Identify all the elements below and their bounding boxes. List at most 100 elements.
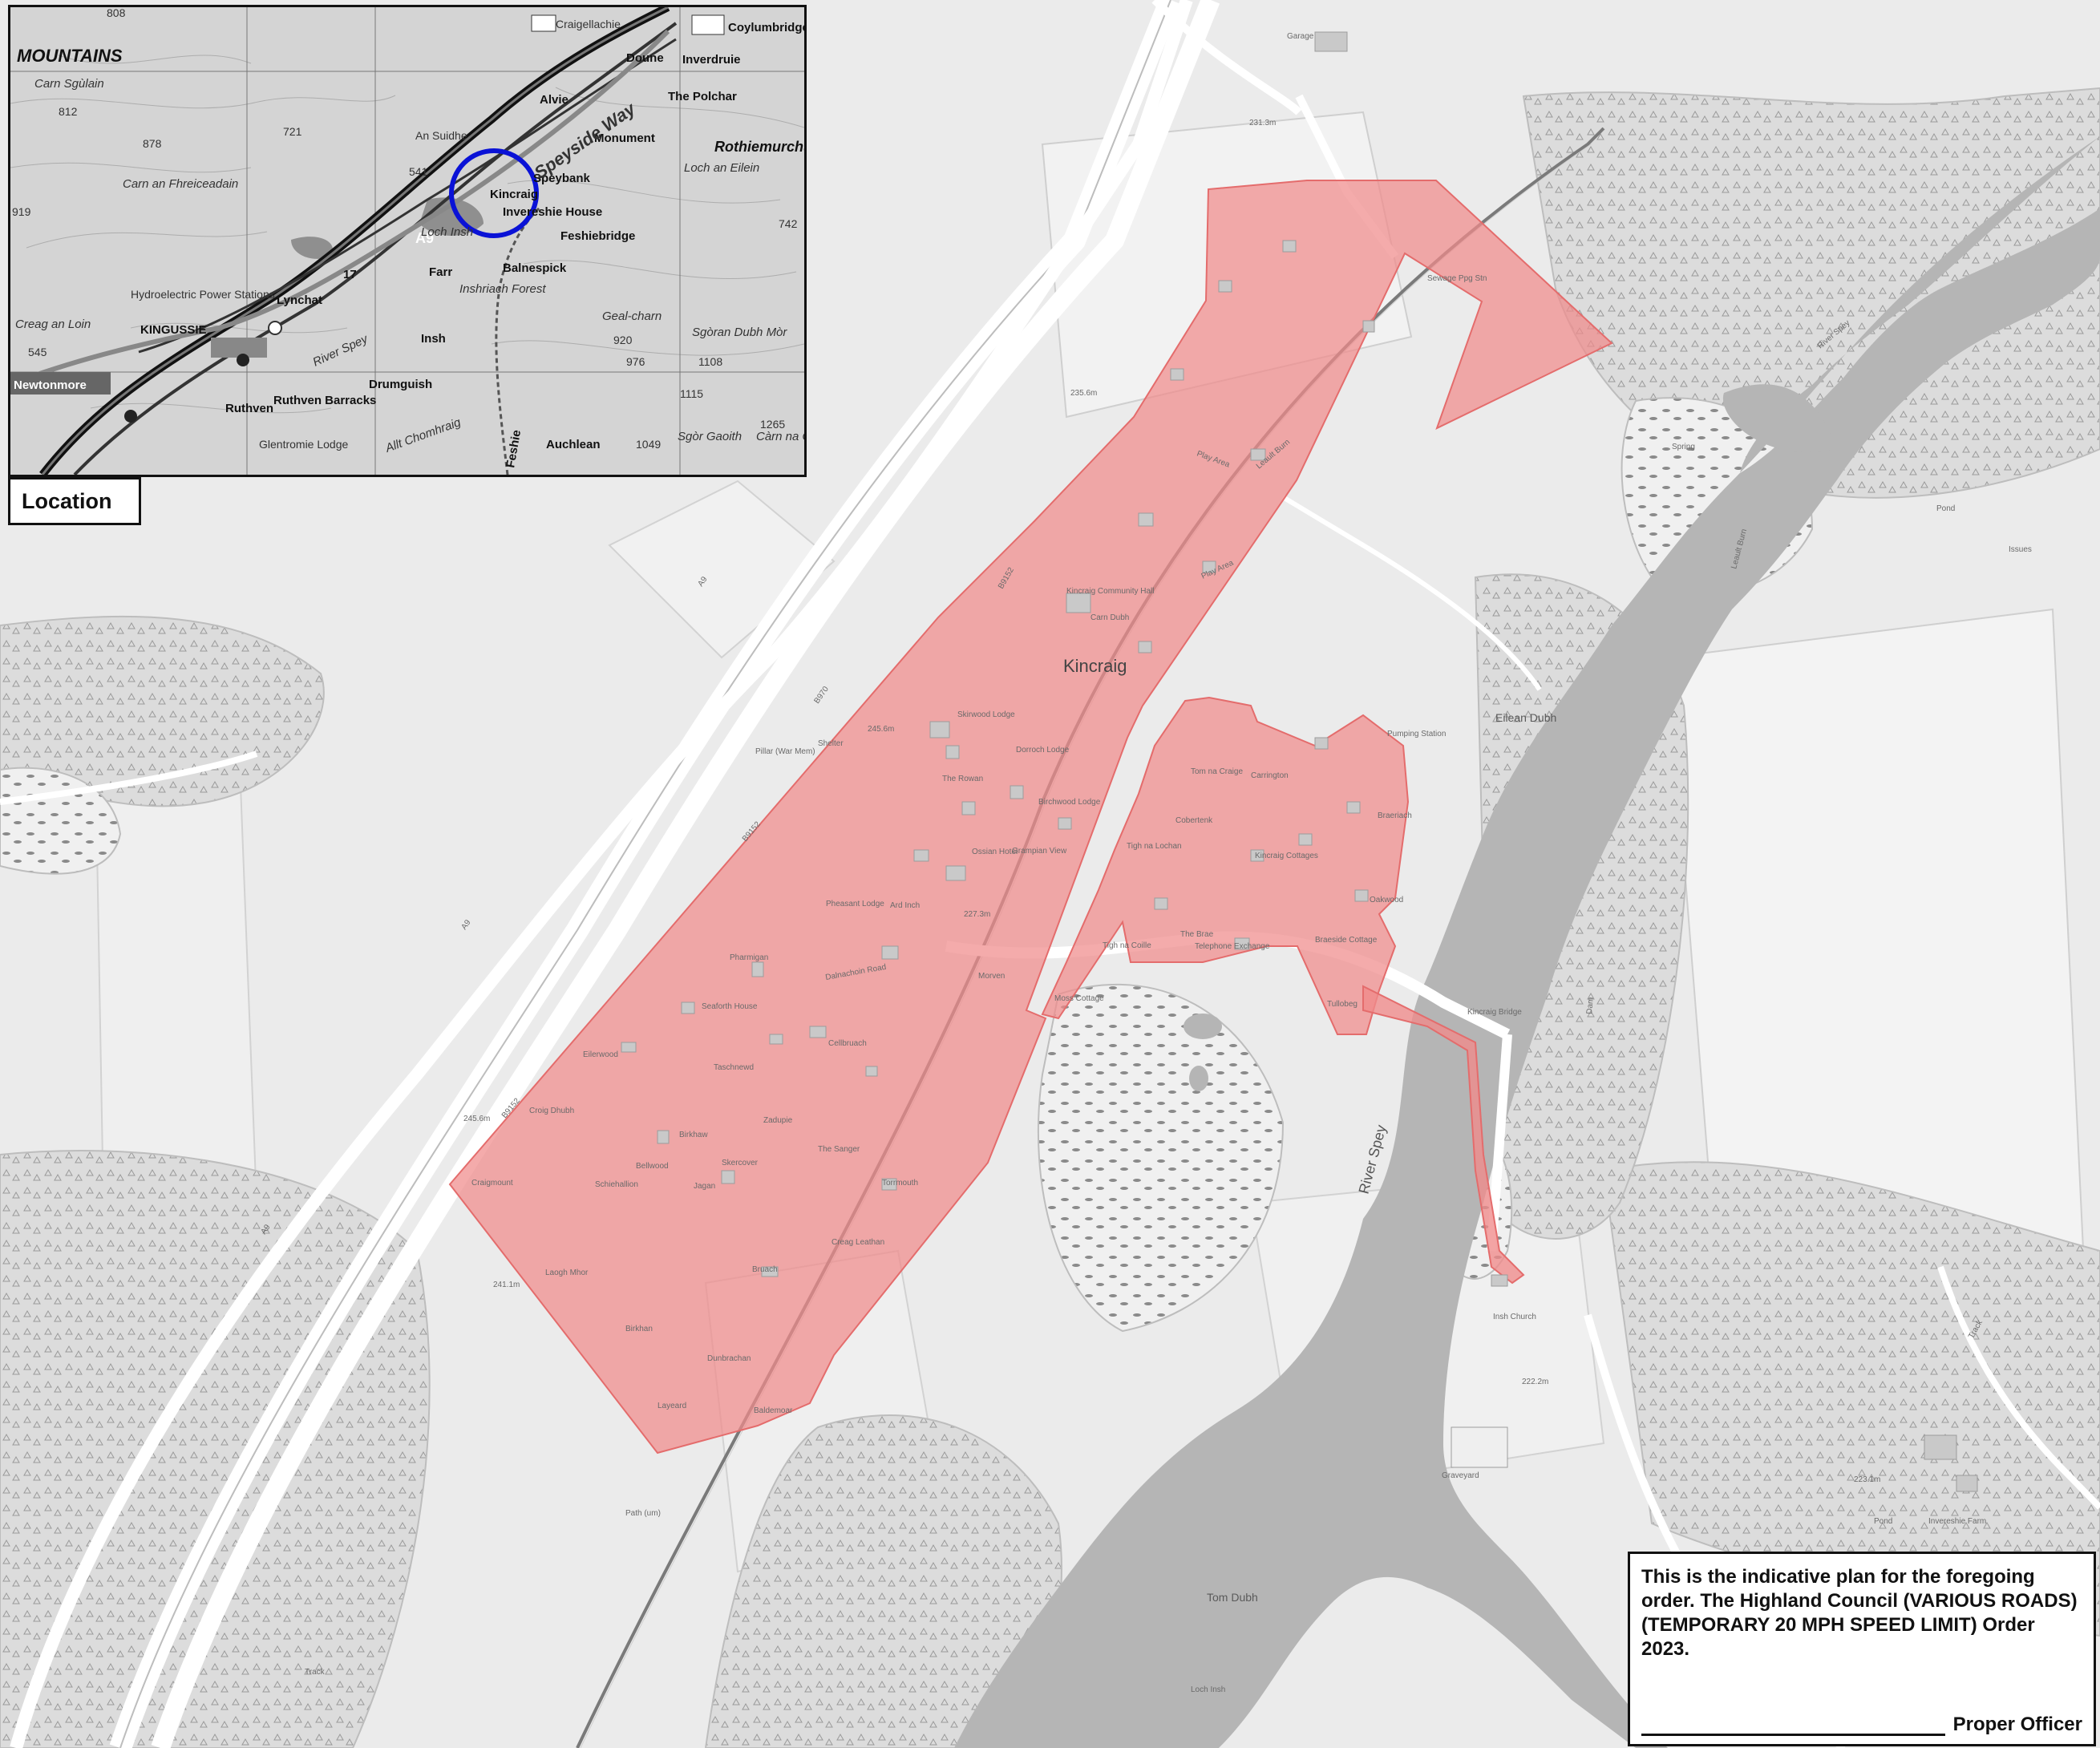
- house-label: Zadupie: [763, 1116, 793, 1125]
- inset-feshie: [495, 206, 541, 475]
- house-label: Moss Cottage: [1054, 994, 1104, 1003]
- house-label: Creag Leathan: [832, 1238, 884, 1247]
- inset-label-mountains: MOUNTAINS: [17, 46, 123, 66]
- inset-spot-721: 721: [283, 125, 302, 138]
- house-label: Croig Dhubh: [529, 1107, 574, 1115]
- house-label: Skirwood Lodge: [957, 710, 1015, 719]
- inset-label-ruthven-barracks: Ruthven Barracks: [273, 394, 376, 407]
- inset-label-rothiemurchus: Rothiemurchu: [714, 139, 804, 155]
- height-label: 227.3m: [964, 910, 990, 919]
- house-label: Jagan: [694, 1182, 715, 1191]
- inset-label-sgor-gaoith: Sgòr Gaoith: [678, 430, 742, 443]
- inset-label-drumguish: Drumguish: [369, 378, 432, 391]
- height-label: 241.1m: [493, 1281, 520, 1289]
- inset-kingussie-town: [211, 338, 267, 358]
- inset-label-ruthven: Ruthven: [225, 402, 273, 415]
- place-hotel: Ossian Hotel: [972, 848, 1018, 856]
- inset-spot-1049: 1049: [636, 438, 661, 451]
- inset-spot-545: 545: [28, 346, 47, 358]
- inset-label-geal-charn: Geal-charn: [602, 310, 662, 323]
- inset-label-inverdruie: Inverdruie: [682, 53, 741, 67]
- house-label: Cobertenk: [1175, 816, 1213, 825]
- place-path: Path (um): [625, 1509, 661, 1518]
- house-label: Carrington: [1251, 771, 1289, 780]
- buildings: [621, 31, 1978, 1492]
- inset-label-farr: Farr: [429, 265, 452, 279]
- place-issues: Issues: [2009, 545, 2032, 554]
- kincraig-label: Kincraig: [1063, 656, 1127, 676]
- location-inset-map: MOUNTAINS KINGUSSIE Newtonmore Ruthven R…: [8, 5, 807, 477]
- house-label: Ard Inch: [890, 901, 920, 910]
- inset-label-carn-an-fhreiceadain: Carn an Fhreiceadain: [123, 177, 238, 191]
- house-label: Layeard: [658, 1402, 686, 1410]
- inset-label-inshriach: Inshriach Forest: [459, 282, 546, 296]
- house-label: The Rowan: [942, 775, 983, 783]
- inset-label-lynchat: Lynchat: [277, 293, 322, 307]
- house-label: Taschnewd: [714, 1063, 754, 1072]
- inset-kincraig-highlight: [449, 148, 539, 238]
- place-pond-1: Pond: [1936, 504, 1955, 513]
- inset-label-carn-sgulain: Carn Sgùlain: [34, 77, 104, 91]
- inset-spot-878: 878: [143, 137, 162, 150]
- place-exchange: Telephone Exchange: [1195, 942, 1270, 951]
- height-label: 245.6m: [463, 1115, 490, 1123]
- height-label: 223.1m: [1854, 1475, 1880, 1484]
- inset-label-coylumbridge: Coylumbridge: [728, 21, 804, 34]
- inset-label-glentromie: Glentromie Lodge: [259, 438, 349, 451]
- marsh-west: [0, 767, 122, 875]
- place-sewage: Sewage Ppg Stn: [1427, 274, 1487, 283]
- inset-spot-919: 919: [12, 205, 31, 218]
- speed-limit-area-west: [448, 180, 1613, 1455]
- house-label: Oakwood: [1370, 896, 1403, 904]
- inset-spot-976: 976: [626, 355, 645, 368]
- inset-label-invereshie: Invereshie House: [503, 205, 602, 219]
- house-label: Kincraig Cottages: [1255, 852, 1318, 860]
- house-label: Birkhan: [625, 1325, 653, 1333]
- place-bridge: Kincraig Bridge: [1467, 1008, 1522, 1017]
- location-caption: Location: [8, 477, 141, 525]
- house-label: Grampian View: [1012, 847, 1067, 856]
- house-label: Morven: [978, 972, 1005, 981]
- house-label: Torrmouth: [882, 1179, 918, 1188]
- place-tom-dubh: Tom Dubh: [1207, 1591, 1258, 1604]
- house-label: Laogh Mhor: [545, 1269, 589, 1277]
- house-label: Pheasant Lodge: [826, 900, 884, 908]
- inset-label-feshiebridge: Feshiebridge: [560, 229, 635, 243]
- house-label: Carn Dubh: [1090, 613, 1129, 622]
- house-label: Tigh na Lochan: [1127, 842, 1182, 851]
- place-pond-2: Pond: [1874, 1517, 1892, 1526]
- inset-label-carn-na-criche: Càrn na Crìche: [756, 430, 804, 443]
- place-loch-insh: Loch Insh: [1191, 1685, 1225, 1694]
- height-label: 235.6m: [1070, 389, 1097, 398]
- inset-label-loch-insh: Loch Insh: [421, 225, 473, 239]
- house-label: Tom na Craige: [1191, 767, 1243, 776]
- signature-rule: [1641, 1716, 1945, 1736]
- inset-label-kincraig: Kincraig: [490, 188, 538, 201]
- signature-role: Proper Officer: [1952, 1714, 2082, 1735]
- house-label: Birkhaw: [679, 1131, 708, 1139]
- height-label: 245.6m: [868, 725, 894, 734]
- inset-label-monument: Monument: [594, 132, 655, 145]
- house-label: Schiehallion: [595, 1180, 638, 1189]
- b9152-road: [10, 0, 1193, 1748]
- place-pillar: Pillar (War Mem): [755, 747, 815, 756]
- speed-limit-bridge: [1362, 985, 1525, 1285]
- marsh-riverside: [1037, 983, 1285, 1333]
- house-label: Craigmount: [471, 1179, 513, 1188]
- place-pumping: Pumping Station: [1387, 730, 1446, 738]
- inset-label-auchlean: Auchlean: [546, 438, 601, 451]
- inset-label-balnespick: Balnespick: [503, 261, 567, 275]
- signature-block: Proper Officer: [1641, 1714, 2082, 1736]
- order-notice-panel: This is the indicative plan for the fore…: [1628, 1552, 2096, 1746]
- place-hall: Kincraig Community Hall: [1066, 587, 1154, 596]
- inset-grid-17: 17: [343, 268, 357, 281]
- inset-label-newtonmore: Newtonmore: [14, 378, 87, 392]
- house-label: The Sanger: [818, 1145, 860, 1154]
- location-caption-text: Location: [22, 488, 112, 513]
- woodland-south: [0, 1150, 431, 1748]
- inset-spot-541: 541: [409, 165, 428, 178]
- inset-label-alvie: Alvie: [540, 93, 568, 107]
- house-label: Tigh na Coille: [1103, 941, 1151, 950]
